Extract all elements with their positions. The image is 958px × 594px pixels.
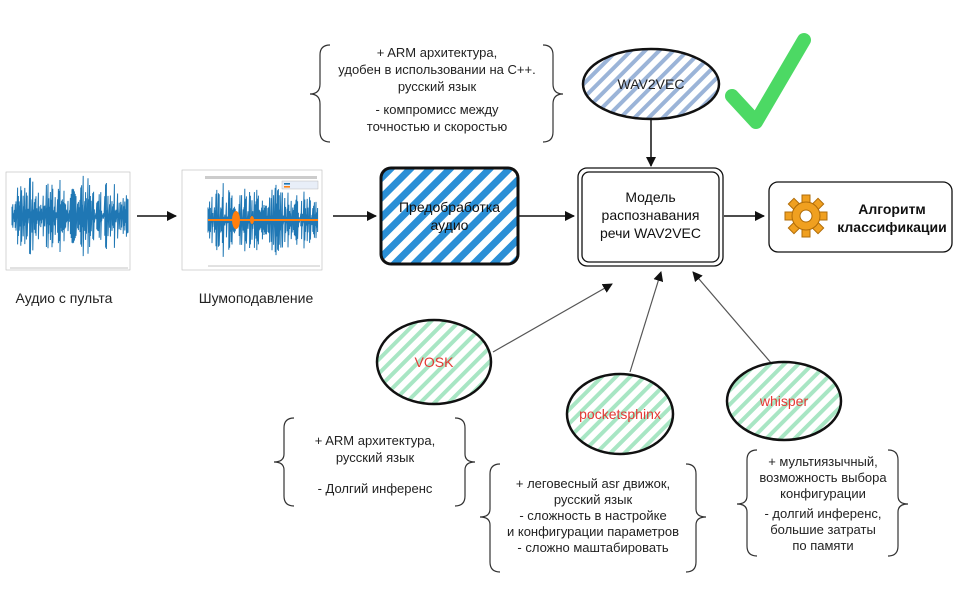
brace-pocketsphinx-left [479,463,501,573]
audio-source-caption: Аудио с пульта [15,290,113,306]
pocketsphinx-notes: + леговесный asr движок, русский язык - … [494,476,692,556]
note-line: + леговесный asr движок, [515,476,671,491]
arrow-vosk-to-model [492,283,613,353]
brace-pocketsphinx-right [685,463,707,573]
brace-wav2vec-left [309,44,331,143]
preprocess-label: Предобработка аудио [398,199,500,233]
note-line: - долгий инференс, [764,506,882,521]
classification-box [768,181,953,253]
brace-whisper-right [887,449,909,557]
preprocess-box [379,166,520,266]
whisper-ellipse [725,360,843,442]
arrow-whisper-to-model [692,271,773,365]
note-line: и конфигурации параметров [507,524,679,539]
whisper-notes: + мультиязычный, возможность выбора конф… [750,454,896,554]
spectrum-plot [181,169,323,271]
note-line: конфигурации [780,486,866,501]
vosk-label: VOSK [414,354,454,370]
note-line: - Долгий инференс [317,481,433,496]
pocketsphinx-label: pocketsphinx [579,406,661,422]
brace-whisper-left [736,449,758,557]
note-line: - сложно маштабировать [517,540,669,555]
wav2vec-ellipse [581,47,721,121]
gear-icon [784,194,828,238]
note-line: по памяти [792,538,854,553]
note-line: точностью и скоростью [366,119,508,134]
note-line: большие затраты [770,522,876,537]
pocketsphinx-ellipse [565,372,675,456]
model-box [577,167,724,267]
arrow-pocketsphinx-to-model [629,271,664,373]
vosk-ellipse [375,318,493,406]
note-line: русский язык [553,492,633,507]
brace-vosk-left [273,417,295,507]
noise-reduction-caption: Шумоподавление [198,290,314,306]
note-line: русский язык [397,79,477,94]
wav2vec-label: WAV2VEC [617,76,685,92]
whisper-label: whisper [759,393,809,409]
vosk-notes: + ARM архитектура, русский язык - Долгий… [290,432,460,497]
model-label: Модель распознавания речи WAV2VEC [599,189,701,241]
checkmark-icon [725,33,811,129]
note-line: + ARM архитектура, [376,45,498,60]
note-line: возможность выбора [759,470,887,485]
brace-vosk-right [454,417,476,507]
note-line: - сложность в настройке [519,508,667,523]
brace-wav2vec-right [542,44,564,143]
classification-label: Алгоритм классификации [837,201,947,235]
note-line: русский язык [335,450,415,465]
note-line: - компромисс между [375,102,499,117]
waveform-plot [5,171,131,271]
note-line: + ARM архитектура, [314,433,436,448]
wav2vec-notes: + ARM архитектура, удобен в использовани… [326,44,548,135]
note-line: + мультиязычный, [768,454,878,469]
note-line: удобен в использовании на C++. [338,62,536,77]
